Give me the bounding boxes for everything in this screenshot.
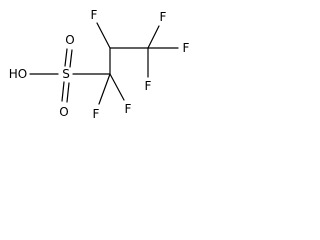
fluorine-bottom-right-label: F <box>145 79 152 93</box>
bond-s-o-top-b <box>69 49 73 68</box>
oxygen-top-label: O <box>65 33 74 47</box>
bond-c1-f-bottom <box>98 73 111 105</box>
structural-formula: HO S O O F F F F F F <box>9 8 190 121</box>
sulfur-label: S <box>62 67 70 81</box>
fluorine-c1-right-label: F <box>125 102 132 116</box>
bond-c3-f-top-right <box>147 25 160 49</box>
bonds <box>29 22 179 105</box>
bond-s-o-top-a <box>64 48 68 67</box>
bond-s-o-bottom-b <box>66 82 70 103</box>
bond-c2-f-top-left <box>96 22 111 49</box>
oxygen-bottom-label: O <box>59 105 68 119</box>
fluorine-top-right-label: F <box>160 10 167 24</box>
fluorine-right-label: F <box>183 41 190 55</box>
fluorine-c1-bottom-label: F <box>93 107 100 121</box>
bond-s-o-bottom-a <box>61 81 65 102</box>
hydroxyl-label: HO <box>9 67 27 81</box>
atom-labels: HO S O O F F F F F F <box>9 8 190 121</box>
fluorine-top-left-label: F <box>91 8 98 22</box>
bond-c1-f-right <box>109 73 125 101</box>
